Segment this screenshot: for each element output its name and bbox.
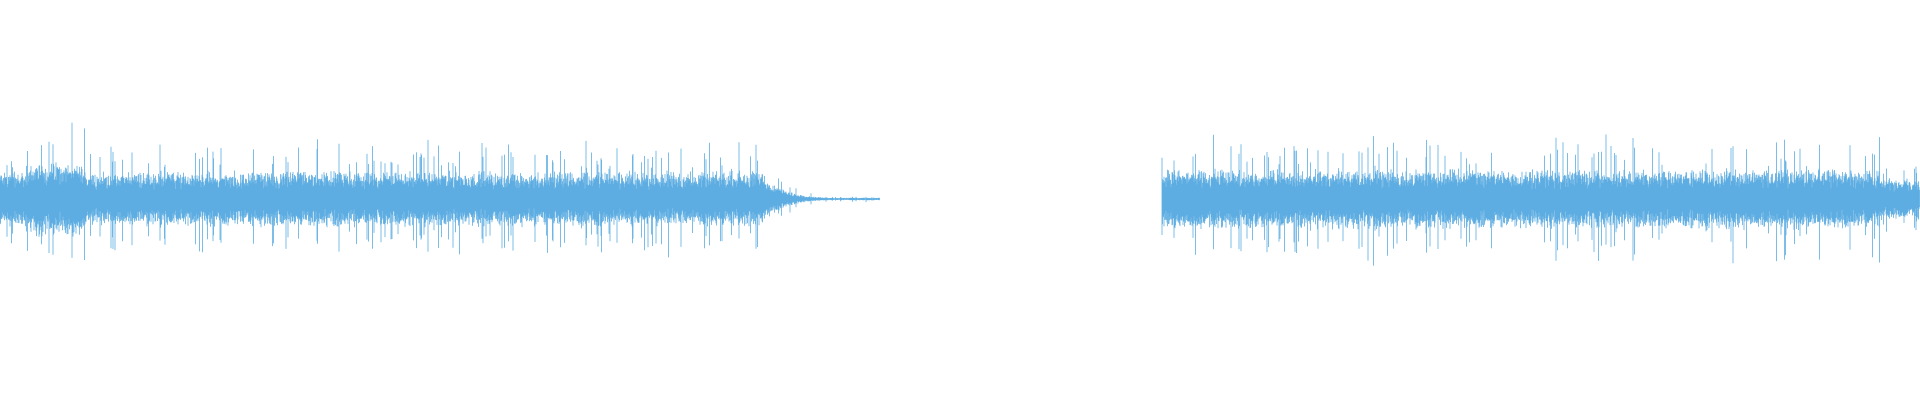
waveform-segment-1 <box>0 122 880 260</box>
waveform-segment-2 <box>1161 134 1920 266</box>
